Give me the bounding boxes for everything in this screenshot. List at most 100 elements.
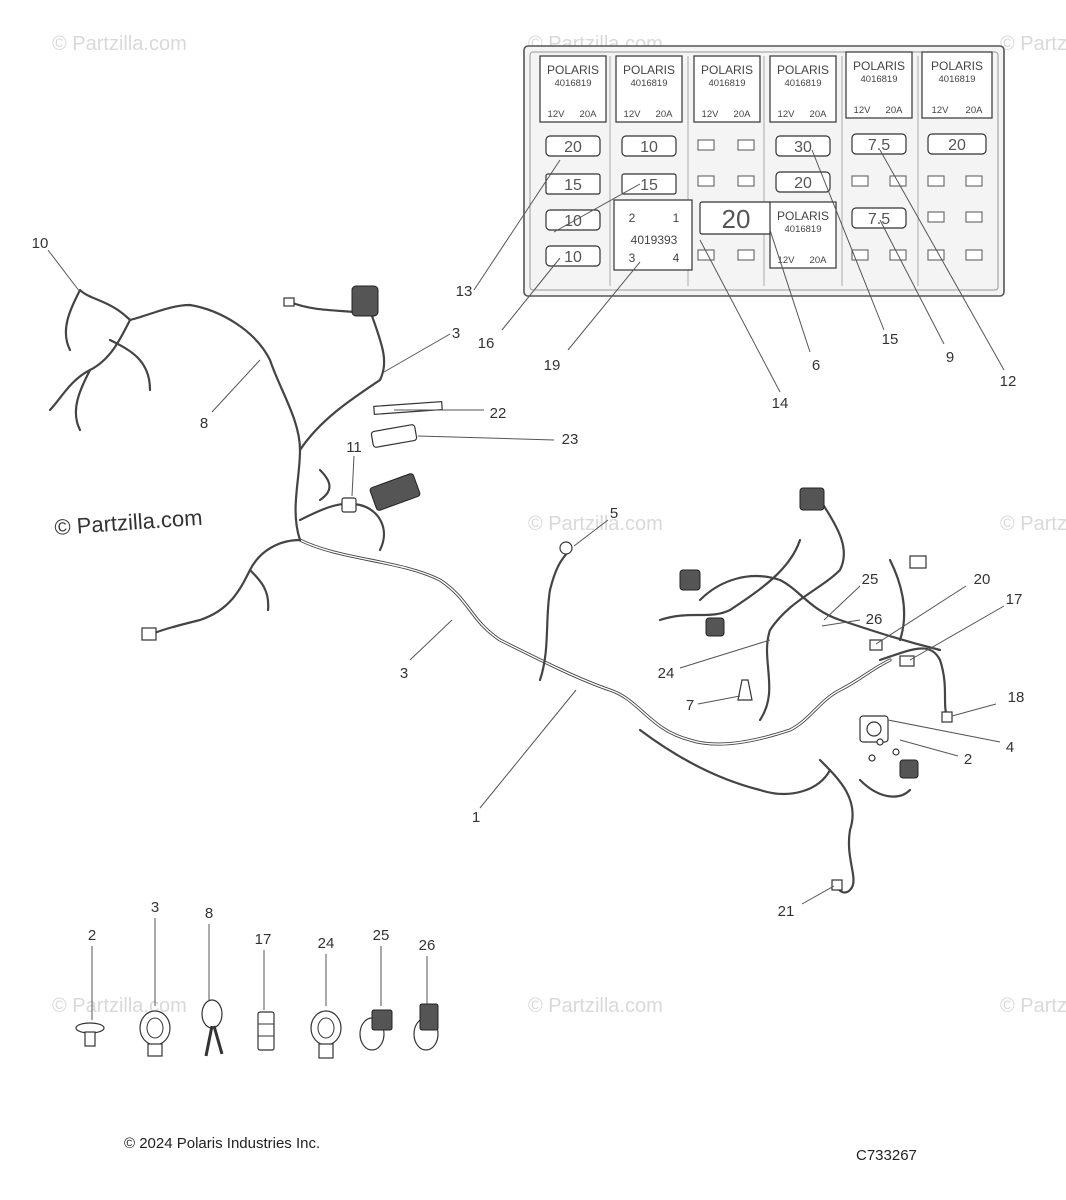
legend-label-8: 8 xyxy=(205,905,213,922)
loop-clip-24 xyxy=(310,1010,342,1059)
leader-18 xyxy=(951,703,997,717)
legend-label-24: 24 xyxy=(318,935,335,952)
svg-text:20: 20 xyxy=(948,137,966,154)
relay-2: POLARIS 4016819 12V 20A xyxy=(615,55,683,123)
callout-19: 19 xyxy=(544,357,561,374)
leader-3-mid xyxy=(409,619,453,661)
leader-17 xyxy=(909,605,1005,661)
svg-text:15: 15 xyxy=(640,177,658,194)
watermark-mid-right: © Partzilla.com xyxy=(1000,513,1066,535)
connector-17 xyxy=(899,655,915,667)
leader-26 xyxy=(821,619,861,627)
watermark-top-left: © Partzilla.com xyxy=(52,33,187,55)
ground-terminal-5 xyxy=(559,541,573,555)
front-connector-small xyxy=(283,297,295,307)
svg-text:7.5: 7.5 xyxy=(868,137,890,154)
callout-9: 9 xyxy=(946,349,954,366)
fuse-box-inner-edge xyxy=(529,51,999,291)
svg-text:20A: 20A xyxy=(656,109,674,120)
leader-6 xyxy=(769,229,811,353)
leader-15-alt xyxy=(553,183,641,233)
svg-text:12V: 12V xyxy=(854,105,872,116)
svg-text:7.5: 7.5 xyxy=(868,211,890,228)
leader-24 xyxy=(679,639,771,669)
svg-text:10: 10 xyxy=(564,249,582,266)
edge-clip-17 xyxy=(257,1011,275,1051)
front-harness-left-3 xyxy=(108,338,152,392)
svg-text:20: 20 xyxy=(564,139,582,156)
svg-text:POLARIS: POLARIS xyxy=(547,63,599,77)
harness-branch-down-2 xyxy=(858,778,912,798)
front-harness-left-4 xyxy=(74,368,92,432)
watermark-mid-center: © Partzilla.com xyxy=(528,513,663,535)
leader-25 xyxy=(823,585,861,621)
svg-text:3: 3 xyxy=(629,251,636,265)
relay-3: POLARIS 4016819 12V 20A xyxy=(693,55,761,123)
leader-15 xyxy=(811,149,885,331)
boot-7 xyxy=(737,679,753,701)
leader-12 xyxy=(879,149,1005,371)
svg-text:POLARIS: POLARIS xyxy=(853,59,905,73)
connector-21 xyxy=(831,879,843,891)
svg-text:4019393: 4019393 xyxy=(631,233,678,247)
callout-2: 2 xyxy=(964,751,972,768)
svg-text:20A: 20A xyxy=(886,105,904,116)
leader-11 xyxy=(351,455,355,497)
fuse-box-ribs xyxy=(609,56,919,286)
rear-connector-right xyxy=(909,555,927,569)
svg-text:2: 2 xyxy=(629,211,636,225)
callout-14: 14 xyxy=(772,395,789,412)
callout-6: 6 xyxy=(812,357,820,374)
watermark-mid-left: © Partzilla.com xyxy=(54,505,204,540)
fuse-col1-r4: 10 xyxy=(545,245,601,267)
harness-branch-down xyxy=(818,758,855,894)
fuse-col5-r3: 7.5 xyxy=(851,207,907,229)
harness-branch-rear-3 xyxy=(658,538,802,622)
watermark-bottom-center: © Partzilla.com xyxy=(528,995,663,1017)
connector-18 xyxy=(941,711,953,723)
front-harness-mid-2 xyxy=(318,468,331,502)
callout-18: 18 xyxy=(1008,689,1025,706)
svg-text:4016819: 4016819 xyxy=(785,78,822,89)
callout-5: 5 xyxy=(610,505,618,522)
harness-branch-rear-2 xyxy=(698,575,942,652)
cable-tie-8 xyxy=(201,999,224,1057)
pad-22 xyxy=(373,400,443,416)
callout-22: 22 xyxy=(490,405,507,422)
callout-4: 4 xyxy=(1006,739,1014,756)
fuse-col6-r1: 20 xyxy=(927,133,987,155)
leader-9 xyxy=(879,219,945,345)
harness-branch-5 xyxy=(538,548,572,682)
leader-4 xyxy=(887,719,1001,743)
harness-branch-rear xyxy=(758,498,845,722)
front-harness-left-1 xyxy=(64,288,132,352)
leader-1 xyxy=(479,689,577,809)
svg-text:20A: 20A xyxy=(810,109,828,120)
svg-text:12V: 12V xyxy=(778,109,796,120)
leader-21 xyxy=(801,885,835,905)
rear-connector-left-2 xyxy=(705,617,725,637)
rear-connector-top xyxy=(799,487,825,511)
maxi-fuse: 20 xyxy=(699,201,773,235)
loop-clip-3 xyxy=(139,1010,171,1057)
callout-12: 12 xyxy=(1000,373,1017,390)
callout-13: 13 xyxy=(456,283,473,300)
front-harness-left-lower-2 xyxy=(248,568,270,612)
svg-text:12V: 12V xyxy=(932,105,950,116)
callout-26: 26 xyxy=(866,611,883,628)
dual-clip-25 xyxy=(359,1009,393,1051)
leader-10 xyxy=(47,249,81,293)
fuse-col1-r3: 10 xyxy=(545,209,601,231)
svg-text:15: 15 xyxy=(564,177,582,194)
callout-16: 16 xyxy=(478,335,495,352)
dual-clip-26 xyxy=(413,1003,439,1051)
legend-label-25: 25 xyxy=(373,927,390,944)
hardware-legend: 2 3 8 17 24 xyxy=(75,899,439,1059)
svg-text:POLARIS: POLARIS xyxy=(931,59,983,73)
leader-5 xyxy=(573,519,609,547)
callout-10: 10 xyxy=(32,235,49,252)
relay-7: POLARIS 4016819 12V 20A xyxy=(769,201,837,269)
fuse-box-assembly-small xyxy=(369,473,421,511)
leader-19 xyxy=(567,261,641,351)
callout-3-mid: 3 xyxy=(400,665,408,682)
